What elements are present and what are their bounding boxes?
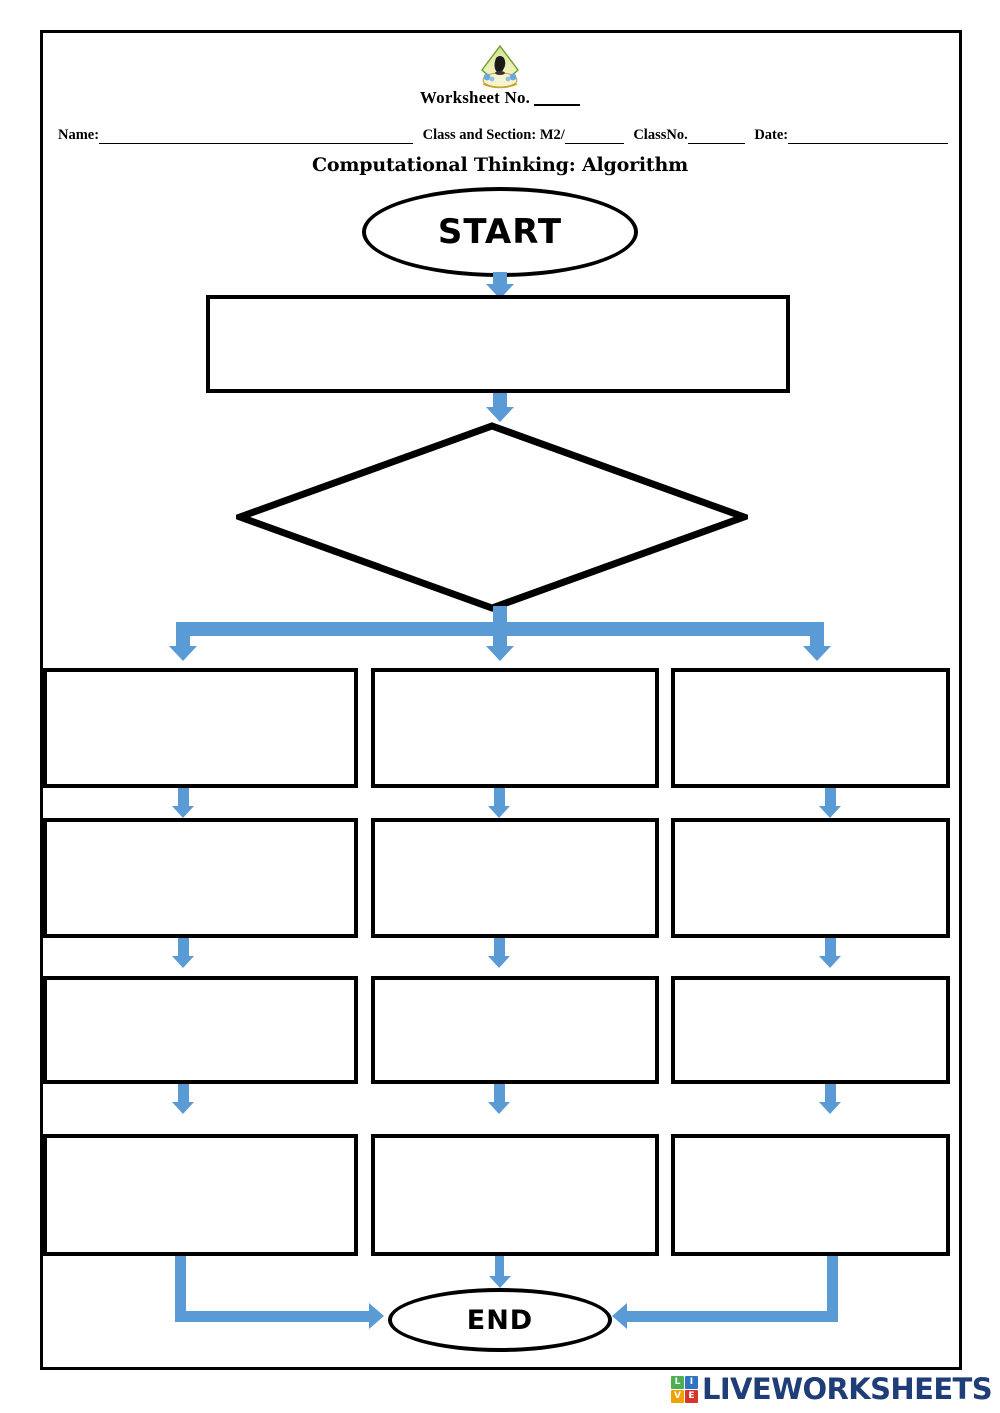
connector-left-1-2 [178, 788, 189, 810]
flow-box-right-2[interactable] [671, 818, 950, 938]
flow-box-right-1[interactable] [671, 668, 950, 788]
merge-left-vertical [175, 1256, 186, 1316]
decision-diamond-shape [229, 422, 755, 612]
flow-box-left-4[interactable] [43, 1134, 358, 1256]
connector-right-1-2 [825, 788, 836, 810]
connector-right-3-4 [825, 1084, 836, 1106]
flow-box-center-1[interactable] [371, 668, 659, 788]
connector-center-2-3 [494, 938, 505, 960]
arrowhead-left-1-2 [172, 806, 194, 818]
arrowhead-branch-right [803, 646, 831, 661]
worksheet-number-label: Worksheet No. [419, 88, 531, 107]
flow-box-left-3[interactable] [43, 976, 358, 1084]
branch-drop-right [810, 622, 824, 650]
name-label: Name: [58, 127, 100, 143]
brand-tile-i: I [684, 1375, 698, 1389]
end-terminator: END [388, 1288, 612, 1352]
class-no-label: ClassNo. [633, 127, 688, 143]
flow-box-left-2[interactable] [43, 818, 358, 938]
school-crest-icon [474, 44, 526, 92]
student-identity-row: Name: Class and Section: M2/ ClassNo. Da… [58, 122, 948, 144]
name-input-blank[interactable] [99, 128, 414, 144]
date-label: Date: [754, 127, 789, 143]
arrowhead-center-3-4 [488, 1102, 510, 1114]
worksheet-number-blank[interactable] [534, 104, 581, 106]
flow-box-center-4[interactable] [371, 1134, 659, 1256]
brand-tile-l: L [670, 1375, 684, 1389]
arrowhead-center-1-2 [488, 806, 510, 818]
flow-box-center-2[interactable] [371, 818, 659, 938]
connector-left-3-4 [178, 1084, 189, 1106]
connector-left-2-3 [178, 938, 189, 960]
liveworksheets-wordmark: LIVEWORKSHEETS [701, 1372, 993, 1406]
connector-center-1-2 [494, 788, 505, 810]
class-no-input-blank[interactable] [687, 128, 745, 144]
connector-process-to-decision [493, 393, 507, 411]
liveworksheets-tiles: L I V E [670, 1375, 698, 1403]
flow-box-right-3[interactable] [671, 976, 950, 1084]
flow-box-center-3[interactable] [371, 976, 659, 1084]
connector-center-3-4 [494, 1084, 505, 1106]
class-section-label: Class and Section: M2/ [422, 127, 565, 143]
liveworksheets-logo: L I V E LIVEWORKSHEETS [670, 1372, 993, 1406]
connector-right-2-3 [825, 938, 836, 960]
merge-left-horizontal [175, 1311, 373, 1322]
arrowhead-process-to-decision [486, 407, 514, 422]
branch-drop-left [176, 622, 190, 650]
arrowhead-center-2-3 [488, 956, 510, 968]
branch-drop-center [493, 622, 507, 650]
flow-box-left-1[interactable] [43, 668, 358, 788]
arrowhead-merge-right [612, 1303, 627, 1329]
arrowhead-left-2-3 [172, 956, 194, 968]
flow-box-right-4[interactable] [671, 1134, 950, 1256]
start-terminator: START [362, 187, 638, 277]
arrowhead-right-3-4 [819, 1102, 841, 1114]
worksheet-number-line: Worksheet No. [0, 88, 1000, 108]
page-title: Computational Thinking: Algorithm [311, 154, 689, 176]
merge-right-vertical [827, 1256, 838, 1316]
arrowhead-left-3-4 [172, 1102, 194, 1114]
process-box-1[interactable] [206, 295, 790, 393]
date-input-blank[interactable] [788, 128, 948, 144]
class-section-input-blank[interactable] [564, 128, 624, 144]
arrowhead-right-1-2 [819, 806, 841, 818]
arrowhead-branch-center [486, 646, 514, 661]
arrowhead-right-2-3 [819, 956, 841, 968]
brand-tile-v: V [670, 1389, 684, 1403]
arrowhead-merge-center [489, 1276, 511, 1288]
merge-center-vertical [495, 1256, 504, 1280]
brand-tile-e: E [684, 1389, 698, 1403]
decision-diamond[interactable] [229, 422, 755, 612]
merge-right-horizontal [627, 1311, 838, 1322]
arrowhead-branch-left [169, 646, 197, 661]
arrowhead-merge-left [369, 1303, 384, 1329]
